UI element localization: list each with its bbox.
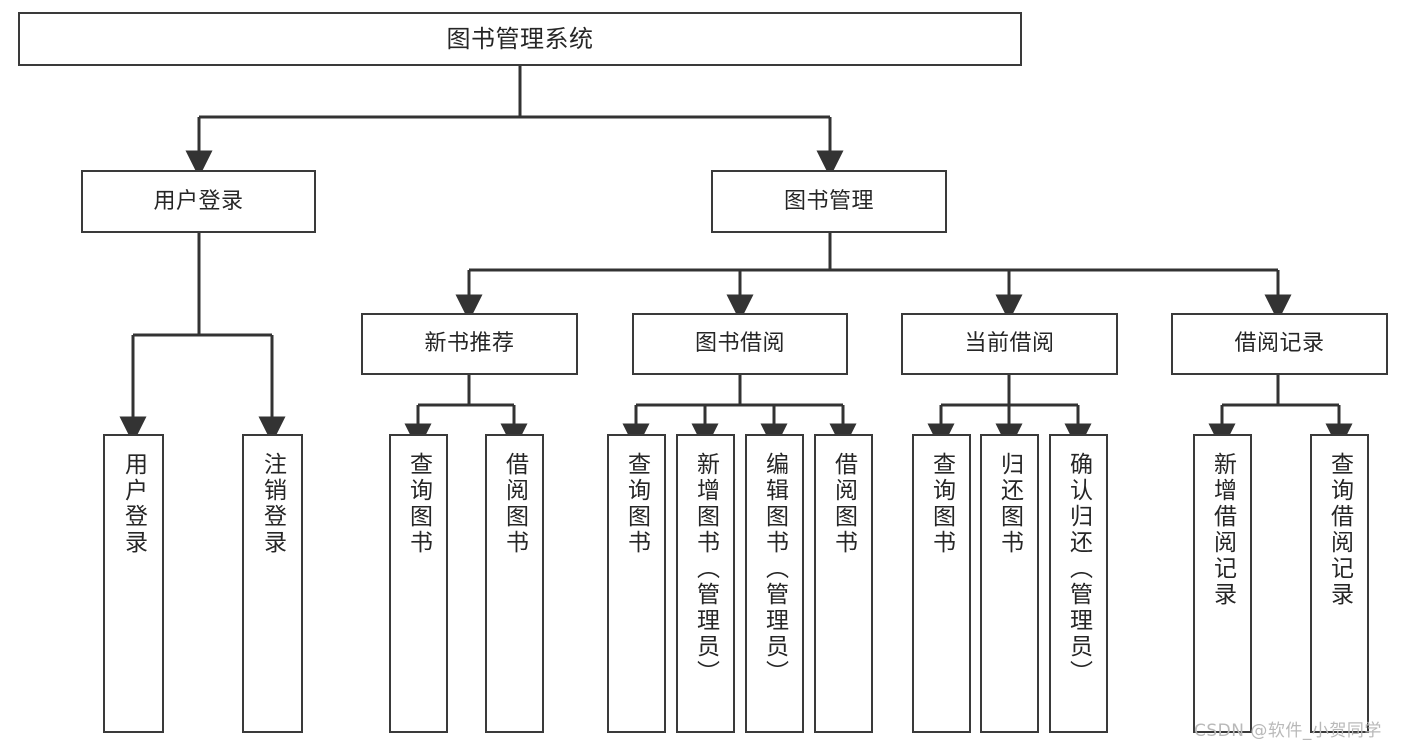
node-leaf-return-book[interactable]: 归还图书 bbox=[980, 434, 1039, 733]
node-user-login[interactable]: 用户登录 bbox=[81, 170, 316, 233]
node-label: 图书管理 bbox=[783, 188, 874, 214]
node-label: 当前借阅 bbox=[964, 331, 1055, 357]
node-leaf-query-book-recommend[interactable]: 查询图书 bbox=[389, 434, 448, 733]
node-root-system[interactable]: 图书管理系统 bbox=[18, 12, 1022, 66]
node-label: 查询借阅记录 bbox=[1326, 452, 1353, 608]
node-leaf-confirm-return-admin[interactable]: 确认归还（管理员） bbox=[1049, 434, 1108, 733]
node-leaf-borrow-book-recommend[interactable]: 借阅图书 bbox=[485, 434, 544, 733]
node-leaf-edit-book-admin[interactable]: 编辑图书（管理员） bbox=[745, 434, 804, 733]
node-label: 新增图书（管理员） bbox=[692, 452, 719, 686]
node-label: 新书推荐 bbox=[424, 331, 515, 357]
node-leaf-add-borrow-record[interactable]: 新增借阅记录 bbox=[1193, 434, 1252, 733]
node-leaf-logout[interactable]: 注销登录 bbox=[242, 434, 303, 733]
node-label: 归还图书 bbox=[996, 452, 1023, 556]
node-label: 借阅记录 bbox=[1234, 331, 1325, 357]
node-label: 注销登录 bbox=[259, 452, 286, 556]
node-label: 编辑图书（管理员） bbox=[761, 452, 788, 686]
node-leaf-add-book-admin[interactable]: 新增图书（管理员） bbox=[676, 434, 735, 733]
node-label: 图书管理系统 bbox=[446, 24, 594, 53]
node-leaf-borrow-book[interactable]: 借阅图书 bbox=[814, 434, 873, 733]
node-leaf-query-book-borrow[interactable]: 查询图书 bbox=[607, 434, 666, 733]
node-label: 借阅图书 bbox=[501, 452, 528, 556]
node-label: 图书借阅 bbox=[694, 331, 785, 357]
node-leaf-query-borrow-record[interactable]: 查询借阅记录 bbox=[1310, 434, 1369, 733]
node-label: 确认归还（管理员） bbox=[1065, 452, 1092, 686]
node-leaf-query-book-current[interactable]: 查询图书 bbox=[912, 434, 971, 733]
node-book-borrow[interactable]: 图书借阅 bbox=[632, 313, 848, 375]
node-label: 借阅图书 bbox=[830, 452, 857, 556]
node-label: 查询图书 bbox=[405, 452, 432, 556]
node-label: 用户登录 bbox=[153, 188, 244, 214]
node-new-book-recommend[interactable]: 新书推荐 bbox=[361, 313, 578, 375]
node-label: 查询图书 bbox=[928, 452, 955, 556]
node-leaf-user-login[interactable]: 用户登录 bbox=[103, 434, 164, 733]
node-current-borrow[interactable]: 当前借阅 bbox=[901, 313, 1118, 375]
node-label: 新增借阅记录 bbox=[1209, 452, 1236, 608]
node-label: 用户登录 bbox=[120, 452, 147, 556]
node-label: 查询图书 bbox=[623, 452, 650, 556]
node-borrow-record[interactable]: 借阅记录 bbox=[1171, 313, 1388, 375]
node-book-management[interactable]: 图书管理 bbox=[711, 170, 947, 233]
